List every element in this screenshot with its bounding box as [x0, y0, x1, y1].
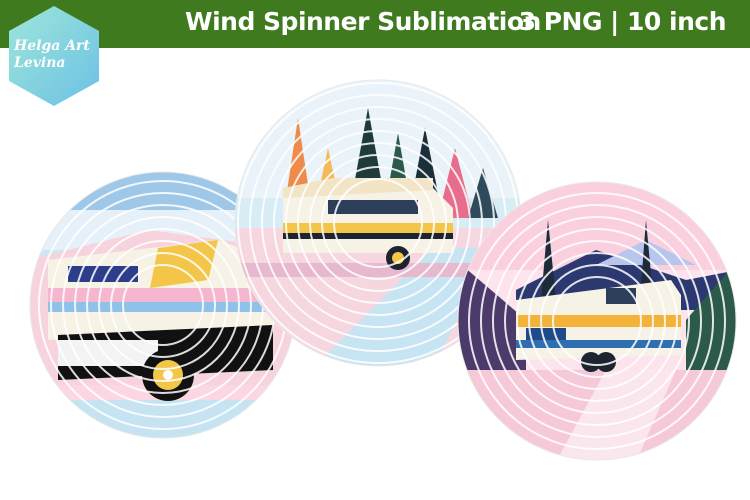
header-banner: [0, 0, 750, 48]
wind-spinner-left: [29, 171, 297, 439]
logo-line-2: Levina: [14, 55, 66, 71]
product-spec: 3 PNG | 10 inch: [518, 7, 727, 36]
logo-line-1: Helga Art: [14, 38, 90, 54]
logo-text: Helga Art Levina: [14, 38, 94, 72]
wind-spinner-right: [457, 181, 737, 461]
logo-badge: [9, 6, 99, 106]
product-title: Wind Spinner Sublimation: [185, 7, 541, 36]
wind-spinner-center: [234, 79, 522, 367]
